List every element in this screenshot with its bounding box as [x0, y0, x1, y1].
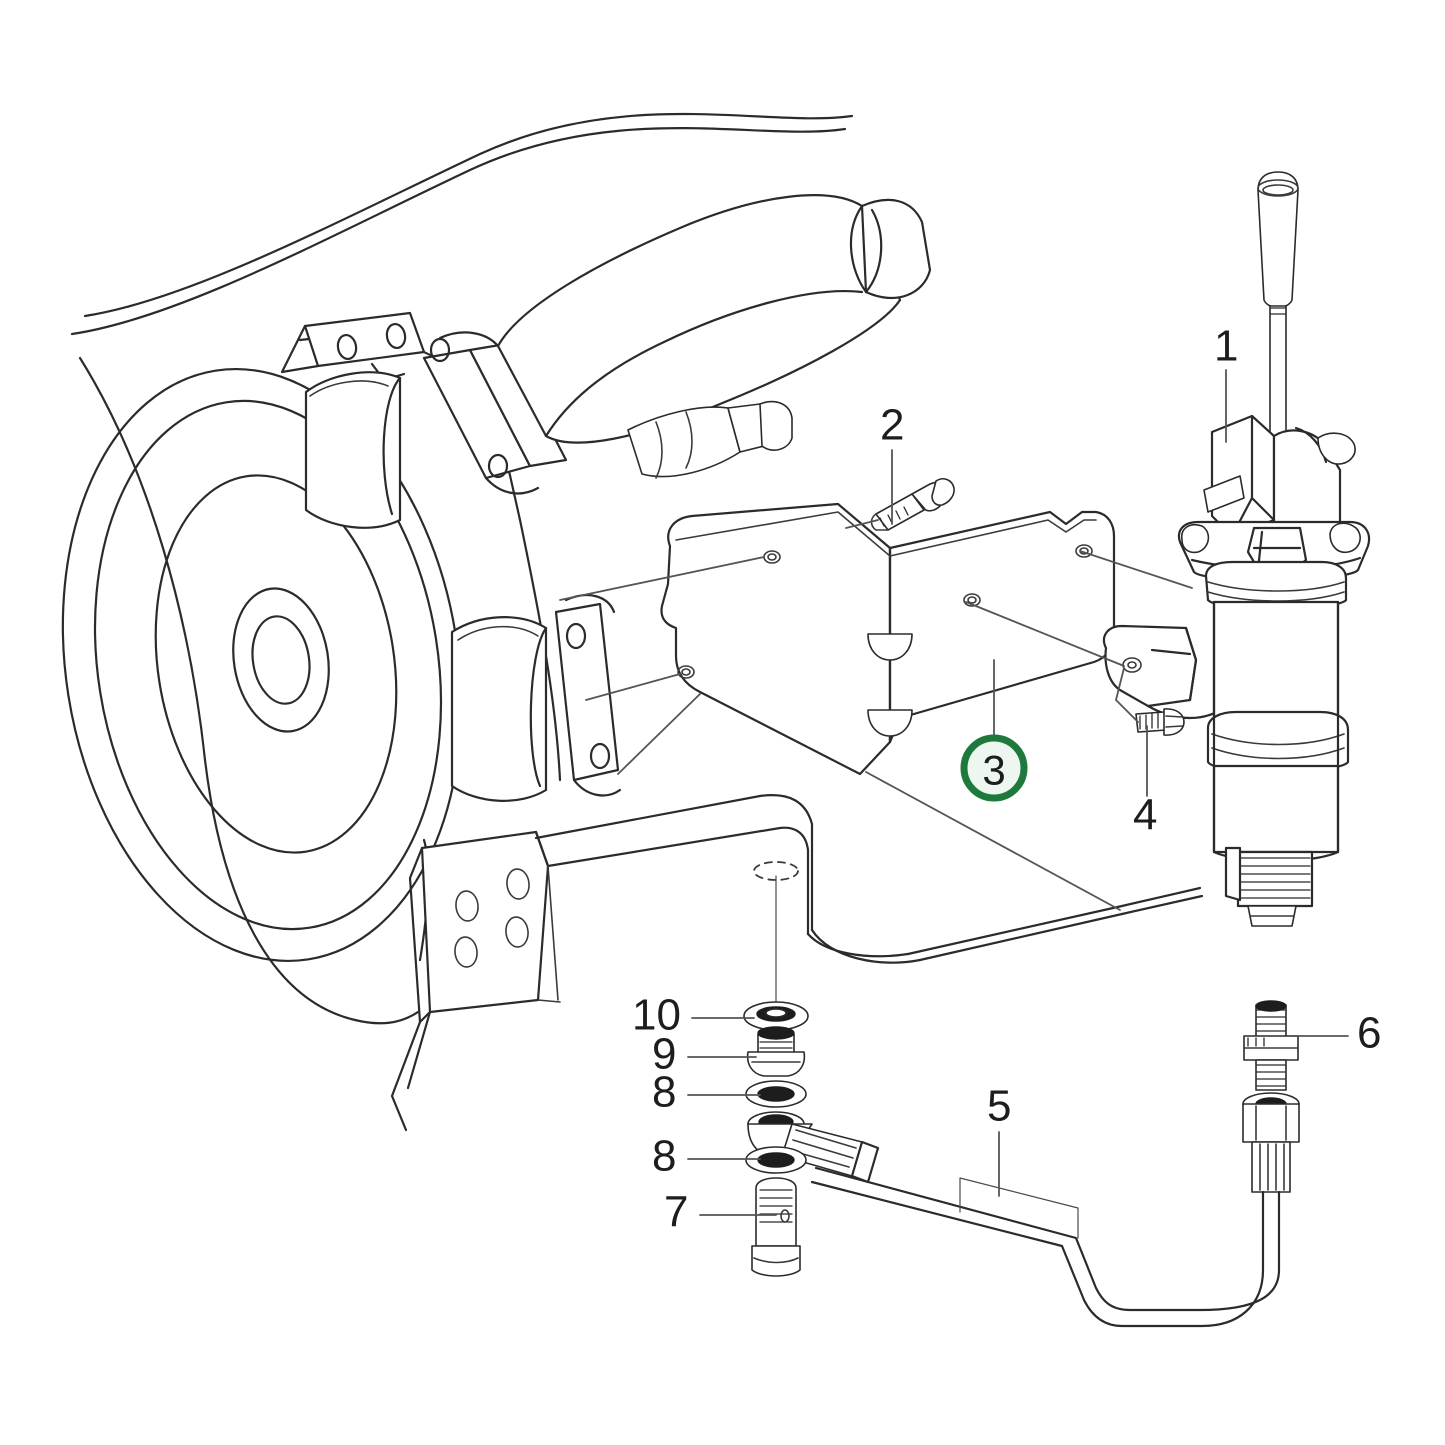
leader-lines	[559, 369, 1349, 1216]
highlight-label-3: 3	[982, 747, 1005, 794]
callout-label-9: 9	[652, 1030, 676, 1079]
highlighted-callout-3[interactable]: 3	[960, 734, 1028, 802]
callout-label-6: 6	[1357, 1009, 1381, 1058]
callout-label-7: 7	[664, 1188, 688, 1237]
mounting-bracket-plate	[660, 502, 1116, 776]
callout-label-2: 2	[880, 401, 904, 450]
adapter-fitting-item6	[1243, 1000, 1299, 1091]
banjo-fitting-stack	[743, 875, 880, 1277]
callout-label-5: 5	[987, 1082, 1011, 1131]
hex-flange-bolt-item2	[870, 478, 955, 531]
callout-label-1: 1	[1214, 322, 1238, 371]
callout-label-8-upper: 8	[652, 1068, 676, 1117]
callout-label-8-lower: 8	[652, 1132, 676, 1181]
callout-labels: 1 2 4 5 6 7 8 8 9 10	[632, 322, 1381, 1237]
highlight-ring	[960, 734, 1028, 802]
cylinder-clamp-bracket	[1102, 624, 1228, 736]
hose-end-fitting-right	[1242, 1092, 1300, 1193]
housing-clamp-lower	[450, 594, 622, 802]
hydraulic-hose	[810, 1166, 1281, 1328]
callout-label-10: 10	[632, 991, 681, 1040]
housing-mount-tab-upper	[280, 311, 426, 382]
master-cylinder-assembly	[1177, 171, 1371, 927]
callout-label-4: 4	[1133, 791, 1157, 840]
starter-motor	[304, 194, 932, 529]
chassis-frame-rail	[390, 794, 1204, 1132]
